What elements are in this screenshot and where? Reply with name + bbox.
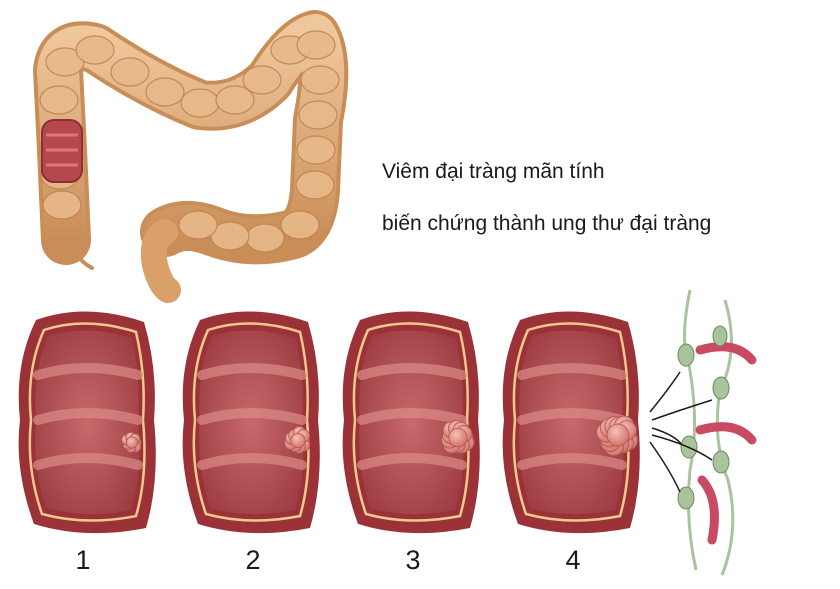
tumor-stage-2 — [284, 426, 311, 454]
stage-2-cross-section — [182, 311, 320, 534]
caption-line-2: biến chứng thành ung thư đại tràng — [382, 212, 712, 235]
tumor-stage-3 — [441, 419, 475, 454]
caption-line-1: Viêm đại tràng mãn tính — [382, 160, 605, 183]
tumor-stage-1 — [121, 431, 142, 454]
tumor-stage-4 — [596, 415, 639, 456]
stage-number-1: 1 — [75, 545, 91, 575]
stage-3-cross-section — [342, 311, 480, 534]
stage-number-2: 2 — [245, 545, 261, 575]
lymph-node-metastasis-icon — [649, 289, 757, 576]
stage-number-3: 3 — [405, 545, 421, 575]
stage-1-cross-section — [18, 311, 156, 534]
stage-4-cross-section — [502, 311, 640, 534]
stage-number-4: 4 — [565, 545, 581, 575]
colon-anatomy-icon — [33, 10, 349, 303]
